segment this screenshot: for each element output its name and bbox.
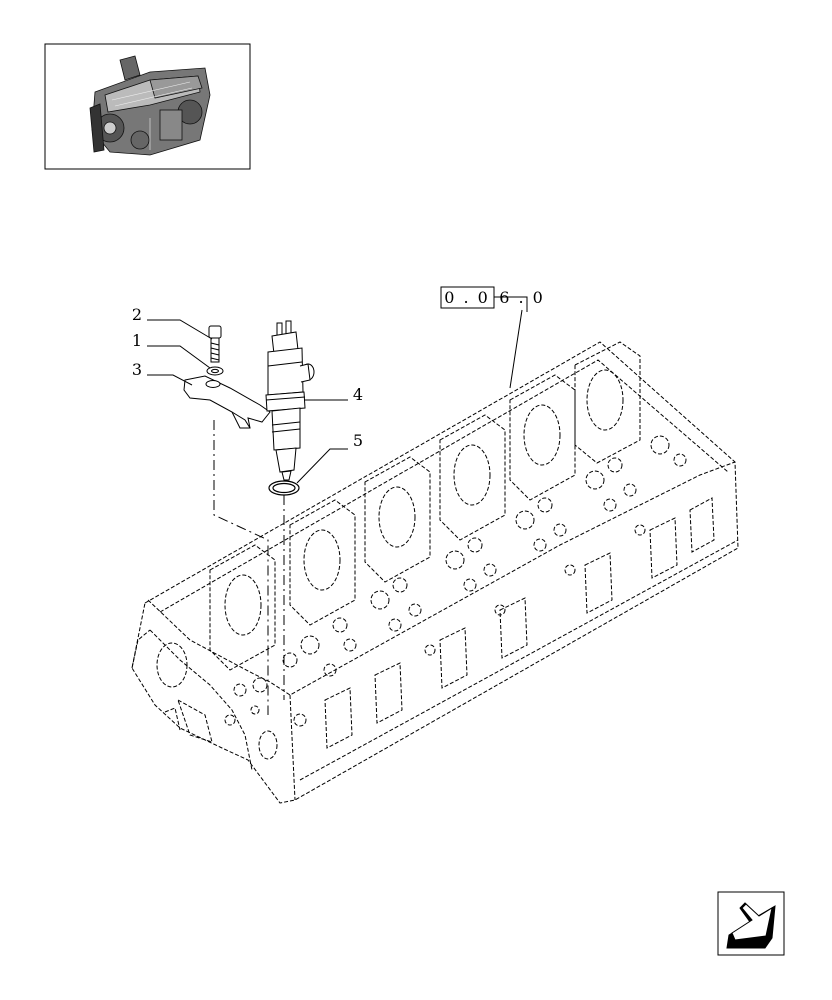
- reference-boxed-text: 0 . 0: [444, 288, 490, 307]
- callout-1: 1: [132, 331, 211, 369]
- clamp-bracket-part: [183, 375, 271, 429]
- callout-4-number: 4: [353, 385, 363, 404]
- callout-3: 3: [132, 360, 193, 386]
- injector-part: [265, 320, 315, 481]
- engine-thumbnail[interactable]: [44, 43, 251, 170]
- o-ring-part: [268, 480, 300, 496]
- callout-5-number: 5: [353, 431, 363, 450]
- washer-part: [206, 366, 224, 376]
- callout-3-number: 3: [132, 360, 142, 379]
- callout-2-number: 2: [132, 305, 142, 324]
- callout-5: 5: [296, 431, 363, 484]
- next-page-arrow-icon[interactable]: [717, 891, 785, 956]
- cylinder-head: [131, 341, 739, 804]
- screw-part: [208, 325, 222, 363]
- callout-1-number: 1: [132, 331, 142, 350]
- callout-2: 2: [132, 305, 213, 340]
- assembly-center-lines: [213, 420, 285, 715]
- reference-code: 0 . 0 6 . 0: [440, 286, 543, 389]
- callout-4: 4: [304, 385, 363, 404]
